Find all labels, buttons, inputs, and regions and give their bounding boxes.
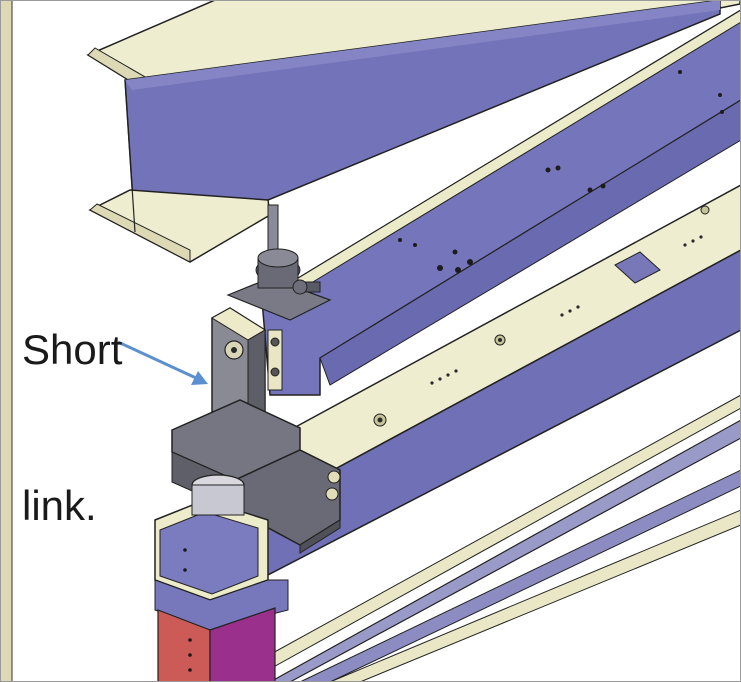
lower-rails [259,394,741,682]
lower-long-beam [257,184,741,580]
callout-arrow [117,340,208,385]
short-link-label: Short link. [22,272,162,529]
beam-holes [398,70,724,273]
label-line-1: Short [22,326,123,373]
left-edge-rail [0,0,13,682]
i-beam [86,0,741,263]
cylinder-purple [209,607,276,682]
upper-channel-beam [260,9,741,396]
label-line-2: link. [22,482,97,529]
vertical-post [154,474,289,682]
cylinder-red [157,609,211,682]
lower-beam-holes [373,205,710,427]
screw-jack [226,248,332,321]
